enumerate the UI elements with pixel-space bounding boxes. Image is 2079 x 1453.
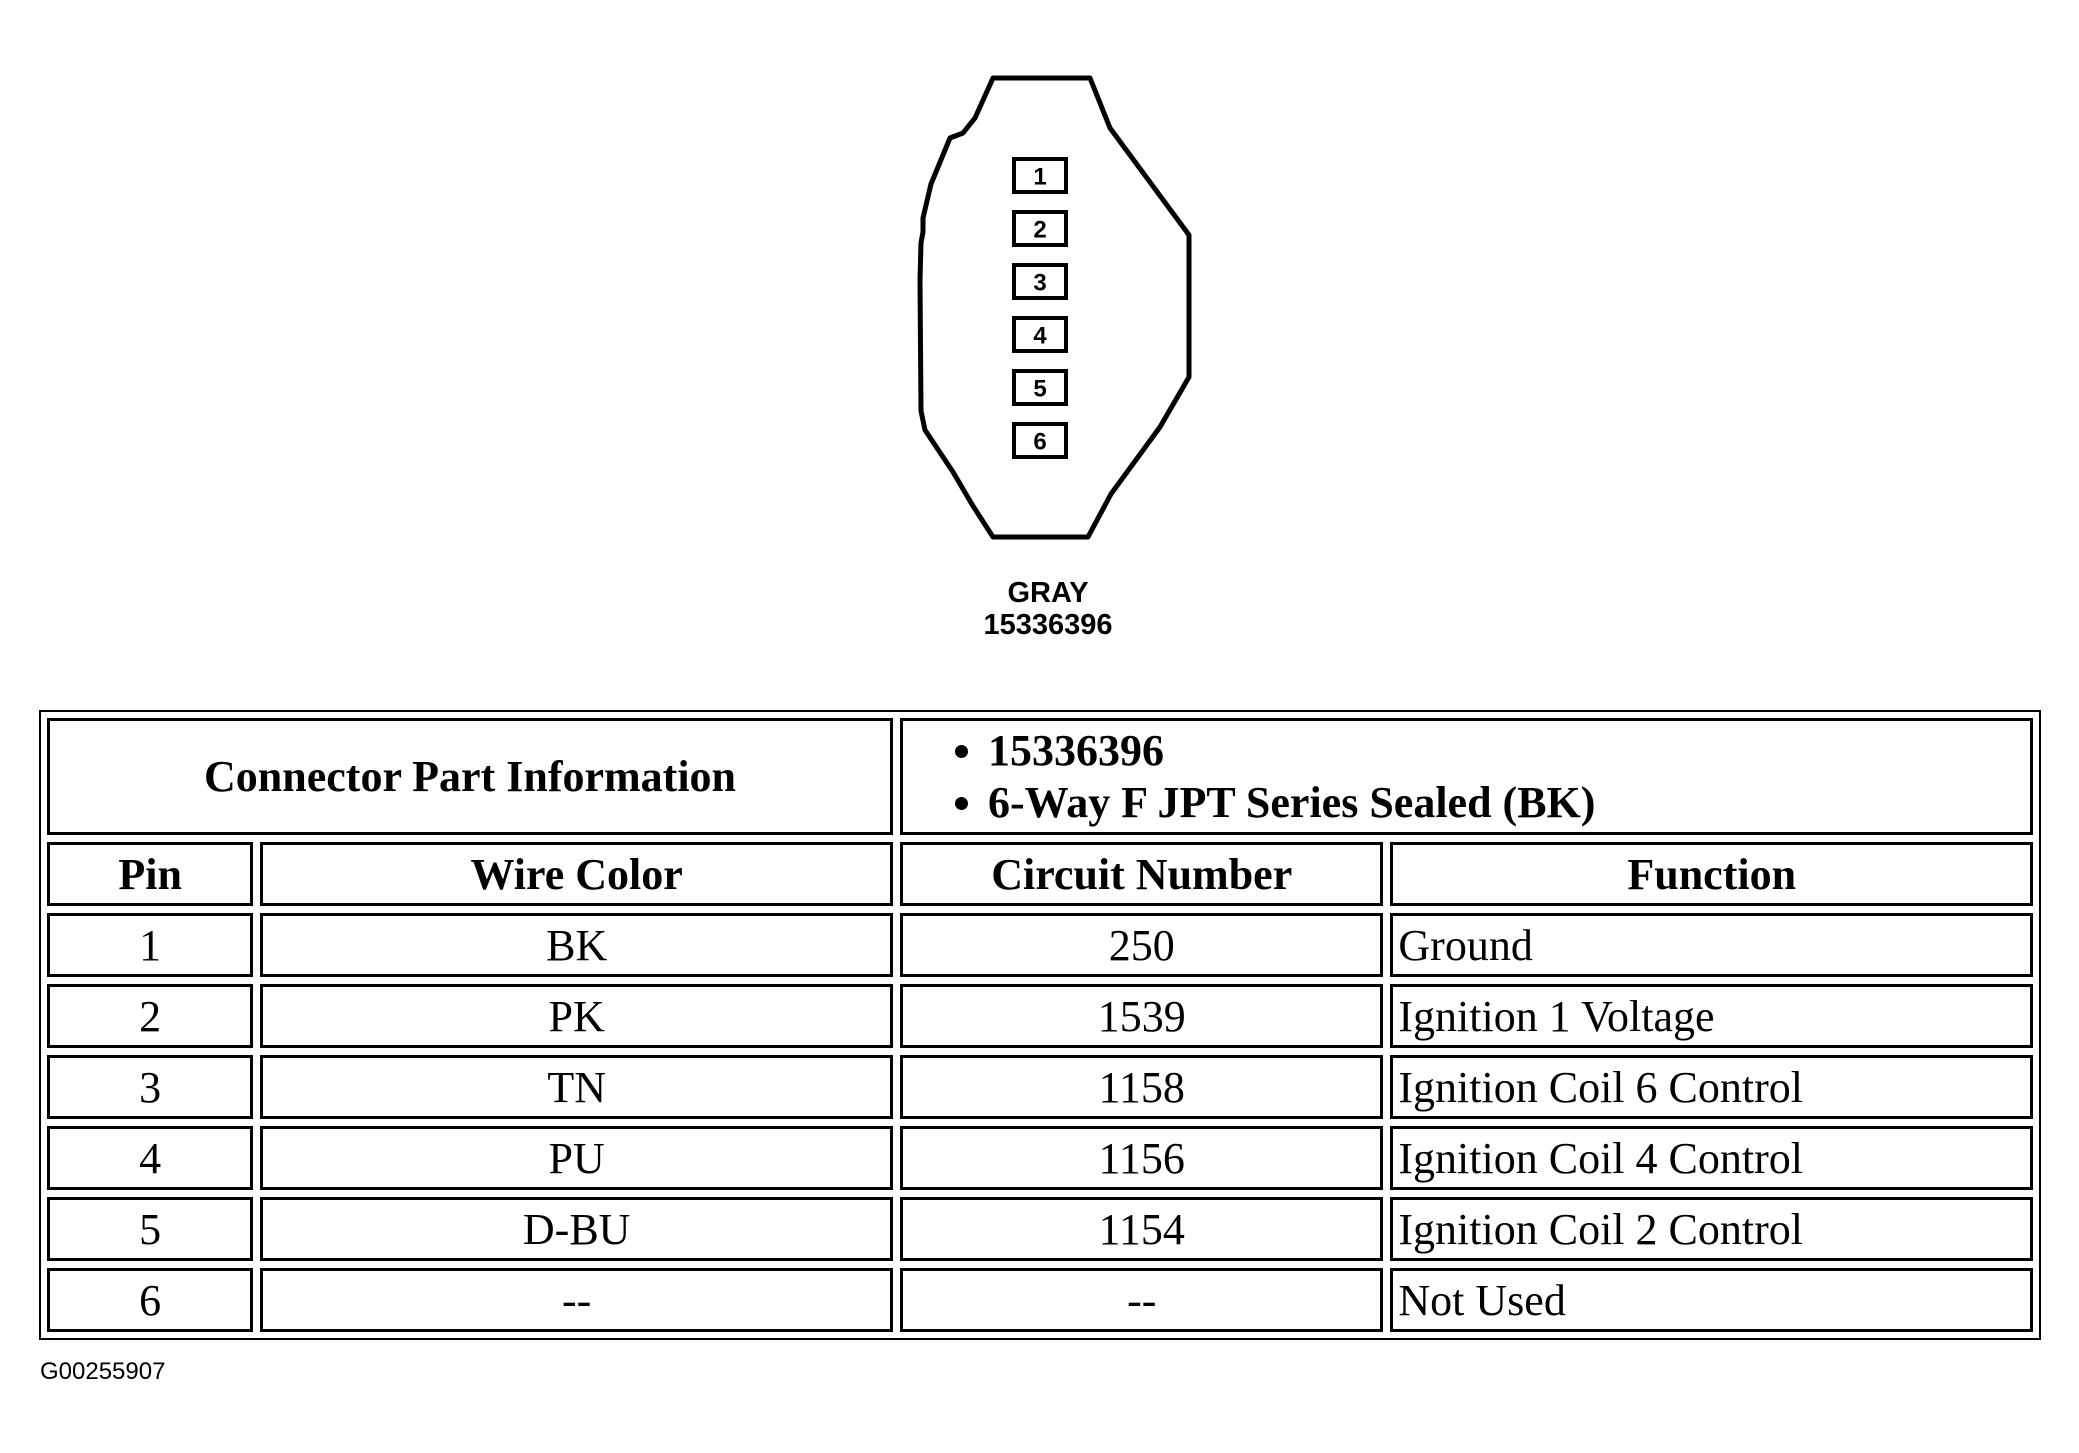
header-wire-color: Wire Color bbox=[260, 842, 894, 906]
wire-color-cell: TN bbox=[260, 1055, 894, 1119]
pin-cell: 6 bbox=[47, 1268, 254, 1332]
header-pin: Pin bbox=[47, 842, 254, 906]
pin-group: 1 2 3 4 5 6 bbox=[1012, 157, 1068, 459]
table-row: 5 D-BU 1154 Ignition Coil 2 Control bbox=[47, 1197, 2033, 1261]
part-info-label: Connector Part Information bbox=[47, 718, 894, 835]
table-row: 4 PU 1156 Ignition Coil 4 Control bbox=[47, 1126, 2033, 1190]
wire-color-cell: PU bbox=[260, 1126, 894, 1190]
connector-diagram: 1 2 3 4 5 6 bbox=[917, 75, 1192, 540]
pin-box bbox=[1012, 157, 1068, 194]
function-cell: Ignition Coil 2 Control bbox=[1390, 1197, 2033, 1261]
wire-color-cell: BK bbox=[260, 913, 894, 977]
circuit-cell: 1156 bbox=[900, 1126, 1384, 1190]
table-row: 3 TN 1158 Ignition Coil 6 Control bbox=[47, 1055, 2033, 1119]
function-cell: Not Used bbox=[1390, 1268, 2033, 1332]
table-row: 6 -- -- Not Used bbox=[47, 1268, 2033, 1332]
connector-outline bbox=[917, 75, 1192, 540]
circuit-cell: 1539 bbox=[900, 984, 1384, 1048]
header-circuit-number: Circuit Number bbox=[900, 842, 1384, 906]
pin-number: 2 bbox=[1033, 217, 1046, 244]
pin-number: 6 bbox=[1033, 429, 1046, 456]
pin-number: 3 bbox=[1033, 270, 1046, 297]
part-info-row: Connector Part Information 15336396 6-Wa… bbox=[47, 718, 2033, 835]
pin-box bbox=[1012, 369, 1068, 406]
pin-cell: 2 bbox=[47, 984, 254, 1048]
pin-cell: 4 bbox=[47, 1126, 254, 1190]
function-cell: Ignition Coil 4 Control bbox=[1390, 1126, 2033, 1190]
figure-id: G00255907 bbox=[40, 1358, 166, 1385]
wire-color-cell: D-BU bbox=[260, 1197, 894, 1261]
part-info-item: 15336396 bbox=[988, 725, 2025, 777]
function-cell: Ignition 1 Voltage bbox=[1390, 984, 2033, 1048]
pin-cell: 1 bbox=[47, 913, 254, 977]
pin-box bbox=[1012, 263, 1068, 300]
circuit-cell: 250 bbox=[900, 913, 1384, 977]
table-row: 2 PK 1539 Ignition 1 Voltage bbox=[47, 984, 2033, 1048]
connector-color-label: GRAY bbox=[1007, 577, 1089, 609]
wire-color-cell: -- bbox=[260, 1268, 894, 1332]
table-row: 1 BK 250 Ground bbox=[47, 913, 2033, 977]
pin-cell: 3 bbox=[47, 1055, 254, 1119]
circuit-cell: -- bbox=[900, 1268, 1384, 1332]
connector-part-number: 15336396 bbox=[983, 609, 1113, 641]
function-cell: Ground bbox=[1390, 913, 2033, 977]
pin-box bbox=[1012, 210, 1068, 247]
pin-number: 4 bbox=[1033, 323, 1047, 350]
circuit-cell: 1154 bbox=[900, 1197, 1384, 1261]
pin-box bbox=[1012, 316, 1068, 353]
function-cell: Ignition Coil 6 Control bbox=[1390, 1055, 2033, 1119]
part-info-list: 15336396 6-Way F JPT Series Sealed (BK) bbox=[908, 725, 2025, 829]
part-info-item: 6-Way F JPT Series Sealed (BK) bbox=[988, 777, 2025, 829]
pin-number: 5 bbox=[1033, 376, 1046, 403]
pin-number: 1 bbox=[1033, 164, 1046, 191]
pin-cell: 5 bbox=[47, 1197, 254, 1261]
wire-color-cell: PK bbox=[260, 984, 894, 1048]
circuit-cell: 1158 bbox=[900, 1055, 1384, 1119]
part-info-cell: 15336396 6-Way F JPT Series Sealed (BK) bbox=[900, 718, 2033, 835]
pin-box bbox=[1012, 422, 1068, 459]
column-header-row: Pin Wire Color Circuit Number Function bbox=[47, 842, 2033, 906]
connector-info-table: Connector Part Information 15336396 6-Wa… bbox=[39, 710, 2041, 1340]
header-function: Function bbox=[1390, 842, 2033, 906]
